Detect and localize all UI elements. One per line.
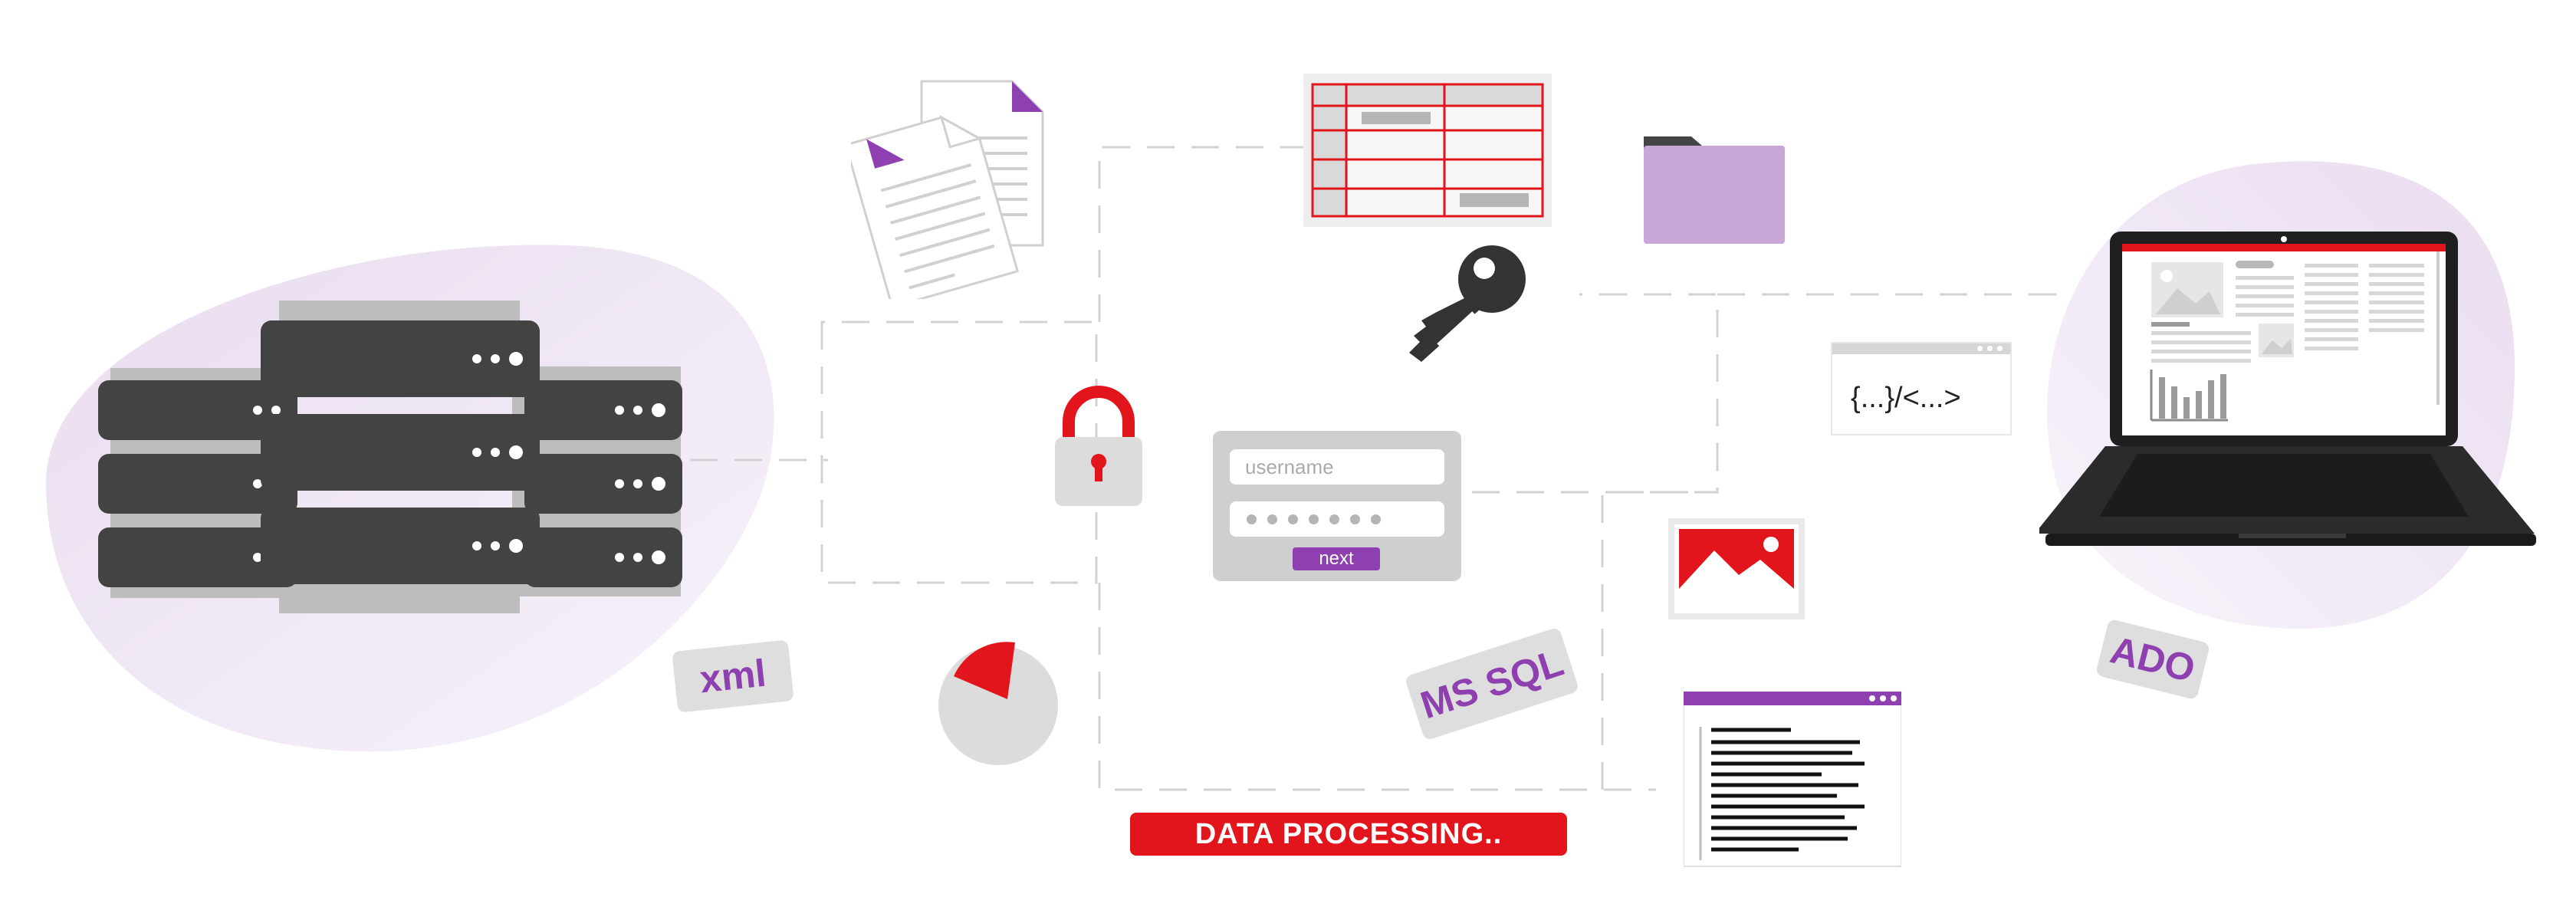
password-dot	[1350, 514, 1360, 524]
code-window-icon: {...}/<...>	[1831, 342, 2012, 435]
server-rack-icon	[98, 301, 688, 623]
documents-icon	[851, 80, 1044, 299]
password-dot	[1329, 514, 1339, 524]
image-icon	[1668, 518, 1805, 619]
spreadsheet-icon	[1303, 74, 1552, 227]
laptop-icon	[2039, 232, 2536, 546]
server-unit	[261, 414, 540, 491]
xml-tag: xml	[672, 639, 794, 713]
password-dot	[1267, 514, 1277, 524]
server-unit	[261, 508, 540, 584]
data-processing-banner: DATA PROCESSING..	[1130, 813, 1567, 856]
text-document-icon	[1684, 692, 1901, 867]
password-dot	[1371, 514, 1381, 524]
password-field[interactable]	[1230, 501, 1444, 537]
code-snippet-label: {...}/<...>	[1851, 382, 1961, 414]
password-dot	[1309, 514, 1319, 524]
login-form-icon: next	[1213, 431, 1461, 581]
window-title-bar	[1832, 343, 2010, 354]
server-unit	[524, 380, 682, 440]
username-field[interactable]	[1230, 449, 1444, 485]
folder-icon	[1644, 136, 1785, 244]
next-button[interactable]: next	[1293, 547, 1380, 570]
server-unit	[261, 320, 540, 397]
server-unit	[524, 454, 682, 514]
pie-chart-icon	[938, 642, 1058, 765]
padlock-icon	[1055, 386, 1142, 506]
password-dot	[1288, 514, 1298, 524]
password-dot	[1247, 514, 1257, 524]
key-icon	[1409, 245, 1526, 362]
server-unit	[524, 527, 682, 587]
